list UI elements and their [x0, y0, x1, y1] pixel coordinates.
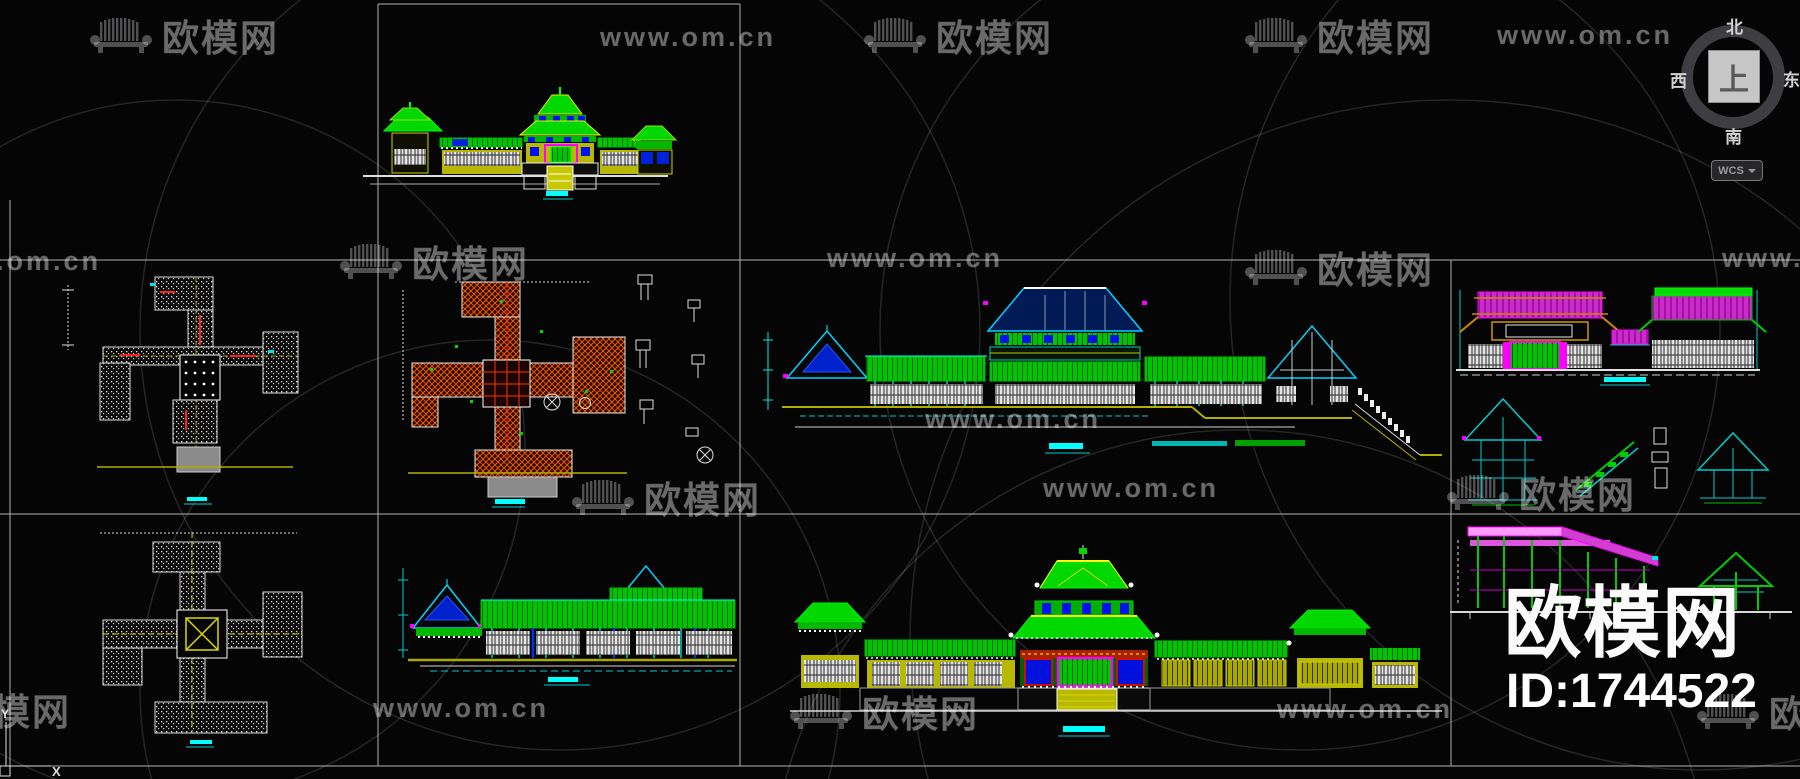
view-cube[interactable]: 上 北 西 东 南 WCS [1665, 9, 1800, 184]
watermark-url: www.om.cn [1497, 20, 1674, 50]
drawing-long-elevation-bottom [398, 564, 737, 686]
brand-title: 欧模网 [1504, 579, 1742, 667]
watermark-brand-text: 欧模网 [1317, 18, 1434, 59]
view-cube-east[interactable]: 东 [1783, 71, 1800, 90]
model-id-text: ID:1744522 [1506, 665, 1757, 718]
drawing-floor-plan-yellow [100, 532, 303, 748]
watermark-url: www.om.cn [0, 246, 102, 276]
watermark-logo: 欧模网 [1243, 240, 1434, 294]
drawing-roof-plan-red [402, 274, 714, 508]
drawing-side-elevation-magenta [1456, 287, 1770, 506]
watermark-brand-text: 欧模网 [936, 18, 1053, 59]
watermark-logo: 欧模网 [338, 234, 529, 288]
drawing-front-elevation-top [363, 87, 678, 200]
drawing-long-section-middle [763, 287, 1442, 461]
sofa-icon [572, 480, 634, 515]
watermark-logo: 欧模网 [88, 8, 279, 62]
watermark-brand-text: 欧模网 [0, 692, 71, 733]
sheet-grid-lines [0, 3, 1800, 767]
sofa-icon [90, 18, 152, 53]
view-cube-top-face[interactable]: 上 [1708, 50, 1760, 103]
watermark-url: www.om.cn [1722, 243, 1800, 273]
drawing-roof-section-detail [1450, 526, 1792, 619]
watermark-brand-text: 欧模网 [1317, 250, 1434, 291]
ucs-x-label: X [52, 764, 61, 779]
watermark-brand-text: 欧模网 [644, 480, 761, 521]
watermark-brand-text: 欧模网 [1769, 694, 1800, 735]
sofa-icon [1245, 250, 1307, 285]
watermark-logo: 欧模网 [0, 682, 71, 736]
watermark-url: www.om.cn [1043, 473, 1220, 503]
view-cube-west[interactable]: 西 [1670, 72, 1687, 91]
sofa-icon [1245, 18, 1307, 53]
watermark-logo: 欧模网 [862, 8, 1053, 62]
wcs-label: WCS [1718, 164, 1744, 177]
chevron-down-icon [1747, 168, 1756, 173]
sofa-icon [790, 694, 852, 729]
watermark-url: www.om.cn [373, 693, 550, 723]
sofa-icon [1697, 694, 1759, 729]
watermark-logo: 欧模网 [1243, 8, 1434, 62]
ucs-axis-icon: Y X [0, 707, 61, 779]
watermark-url: www.om.cn [600, 22, 777, 52]
ucs-y-label: Y [1, 707, 9, 721]
watermark-url: www.om.cn [827, 243, 1004, 273]
watermark-brand-text: 欧模网 [1519, 475, 1636, 516]
watermark-logo: 欧模网 [1445, 465, 1636, 519]
watermark-brand-text: 欧模网 [162, 18, 279, 59]
sofa-icon [340, 244, 402, 279]
view-cube-north[interactable]: 北 [1726, 18, 1743, 37]
wcs-dropdown-button[interactable]: WCS [1711, 160, 1763, 181]
sofa-icon [864, 18, 926, 53]
watermark-logo: 欧模网 [788, 684, 979, 738]
drawing-floor-plan-white [62, 276, 299, 505]
watermark-logo: 欧模网 [1695, 684, 1800, 738]
watermark-url: www.om.cn [925, 404, 1102, 434]
watermark-logo: 欧模网 [570, 470, 761, 524]
watermark-url: www.om.cn [1277, 694, 1454, 724]
watermark-brand-text: 欧模网 [862, 694, 979, 735]
drawing-main-temple-elevation [790, 545, 1442, 737]
view-cube-south[interactable]: 南 [1725, 128, 1742, 147]
sofa-icon [1447, 475, 1509, 510]
watermark-brand-text: 欧模网 [412, 244, 529, 285]
